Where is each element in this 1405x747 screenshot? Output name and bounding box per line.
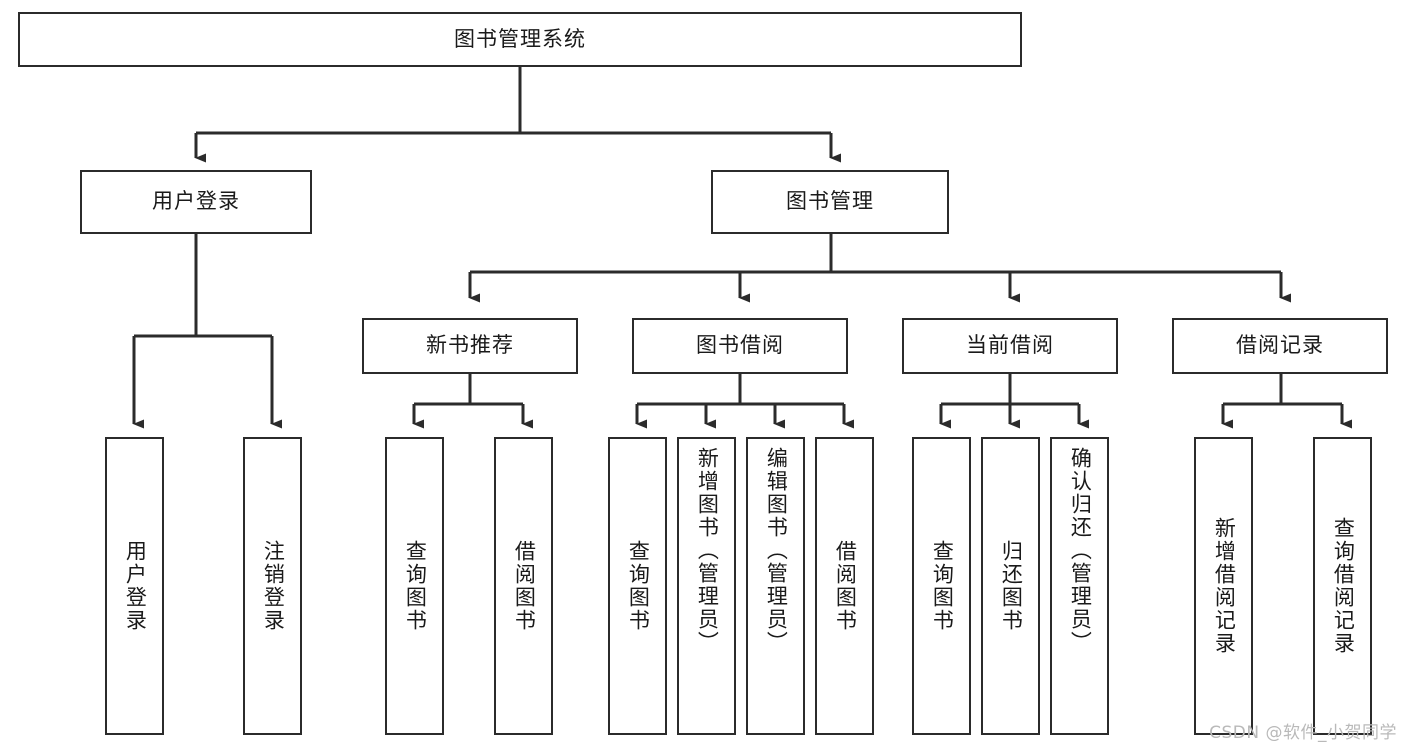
node-leaf-query-book-1-label: 查询图书 (403, 540, 428, 632)
node-borrow-record[interactable]: 借阅记录 (1172, 318, 1388, 374)
node-book-manage[interactable]: 图书管理 (711, 170, 949, 234)
node-leaf-confirm-return-label: 确认归还（管理员） (1068, 447, 1093, 654)
node-leaf-user-logout-label: 注销登录 (261, 540, 286, 632)
node-leaf-query-record-label: 查询借阅记录 (1331, 517, 1356, 655)
node-leaf-add-record[interactable]: 新增借阅记录 (1194, 437, 1253, 735)
node-book-borrow-label: 图书借阅 (696, 333, 784, 358)
node-leaf-query-book-3-label: 查询图书 (930, 540, 955, 632)
node-new-book-recommend-label: 新书推荐 (426, 333, 514, 358)
node-book-manage-label: 图书管理 (786, 189, 874, 214)
node-leaf-query-book-2[interactable]: 查询图书 (608, 437, 667, 735)
node-leaf-borrow-book-1[interactable]: 借阅图书 (494, 437, 553, 735)
node-root[interactable]: 图书管理系统 (18, 12, 1022, 67)
node-leaf-confirm-return[interactable]: 确认归还（管理员） (1050, 437, 1109, 735)
node-current-borrow-label: 当前借阅 (966, 333, 1054, 358)
node-user-login-label: 用户登录 (152, 189, 240, 214)
node-current-borrow[interactable]: 当前借阅 (902, 318, 1118, 374)
node-leaf-borrow-book-1-label: 借阅图书 (512, 540, 537, 632)
node-leaf-query-record[interactable]: 查询借阅记录 (1313, 437, 1372, 735)
node-book-borrow[interactable]: 图书借阅 (632, 318, 848, 374)
csdn-watermark: CSDN @软件_小贺同学 (1209, 723, 1397, 743)
node-leaf-query-book-3[interactable]: 查询图书 (912, 437, 971, 735)
node-user-login[interactable]: 用户登录 (80, 170, 312, 234)
node-leaf-add-record-label: 新增借阅记录 (1212, 517, 1237, 655)
node-leaf-borrow-book-2-label: 借阅图书 (833, 540, 858, 632)
node-root-label: 图书管理系统 (454, 26, 586, 51)
node-borrow-record-label: 借阅记录 (1236, 333, 1324, 358)
node-leaf-user-login-label: 用户登录 (123, 540, 148, 632)
node-leaf-edit-book[interactable]: 编辑图书（管理员） (746, 437, 805, 735)
node-new-book-recommend[interactable]: 新书推荐 (362, 318, 578, 374)
node-leaf-return-book[interactable]: 归还图书 (981, 437, 1040, 735)
node-leaf-user-login[interactable]: 用户登录 (105, 437, 164, 735)
node-leaf-edit-book-label: 编辑图书（管理员） (764, 447, 789, 654)
node-leaf-query-book-2-label: 查询图书 (626, 540, 651, 632)
node-leaf-add-book[interactable]: 新增图书（管理员） (677, 437, 736, 735)
node-leaf-borrow-book-2[interactable]: 借阅图书 (815, 437, 874, 735)
node-leaf-return-book-label: 归还图书 (999, 540, 1024, 632)
node-leaf-add-book-label: 新增图书（管理员） (695, 447, 720, 654)
node-leaf-user-logout[interactable]: 注销登录 (243, 437, 302, 735)
node-leaf-query-book-1[interactable]: 查询图书 (385, 437, 444, 735)
